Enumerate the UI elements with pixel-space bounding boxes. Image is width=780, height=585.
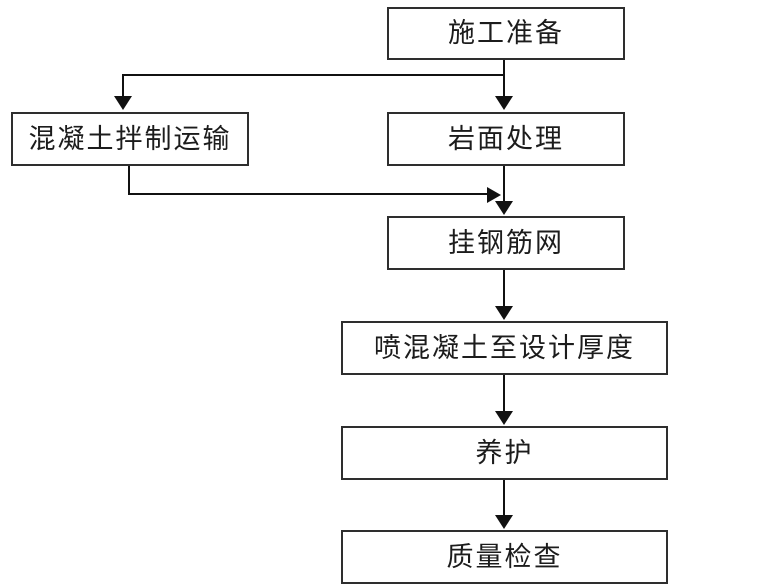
connector-prep-branch-bus	[122, 74, 505, 76]
flow-node-label: 施工准备	[448, 18, 564, 49]
arrowhead-down-into-rock	[495, 96, 513, 110]
connector-prep-to-mix	[122, 74, 124, 98]
flow-node-label: 混凝土拌制运输	[28, 123, 232, 154]
flow-node-quality-inspection[interactable]: 质量检查	[341, 530, 668, 584]
flow-node-label: 喷混凝土至设计厚度	[374, 332, 635, 363]
flow-node-label: 挂钢筋网	[448, 227, 564, 258]
connector-rock-to-mesh	[503, 166, 505, 204]
connector-prep-stem	[503, 60, 505, 76]
flow-node-concrete-mixing-transport[interactable]: 混凝土拌制运输	[11, 112, 249, 166]
connector-cure-to-quality	[503, 480, 505, 516]
arrowhead-down-into-spray	[495, 306, 513, 320]
flow-node-label: 养护	[475, 437, 534, 468]
flow-node-hang-steel-mesh[interactable]: 挂钢筋网	[387, 216, 625, 270]
flow-node-construction-preparation[interactable]: 施工准备	[387, 7, 625, 60]
arrowhead-down-into-quality	[495, 515, 513, 529]
arrowhead-down-into-cure	[495, 411, 513, 425]
connector-mix-to-join-bus	[128, 193, 490, 195]
flow-node-label: 岩面处理	[448, 123, 564, 154]
arrowhead-right-into-junction	[487, 187, 501, 203]
flow-node-curing[interactable]: 养护	[341, 426, 668, 480]
connector-spray-to-cure	[503, 375, 505, 412]
flow-node-label: 质量检查	[446, 541, 563, 572]
connector-prep-to-rock	[503, 74, 505, 98]
connector-mesh-to-spray	[503, 270, 505, 307]
arrowhead-down-into-mix	[114, 96, 132, 110]
arrowhead-down-into-mesh	[495, 201, 513, 215]
flow-node-spray-concrete-to-design-thickness[interactable]: 喷混凝土至设计厚度	[341, 321, 668, 375]
flow-node-rock-surface-treatment[interactable]: 岩面处理	[387, 112, 625, 166]
connector-mix-outlet	[128, 166, 130, 195]
